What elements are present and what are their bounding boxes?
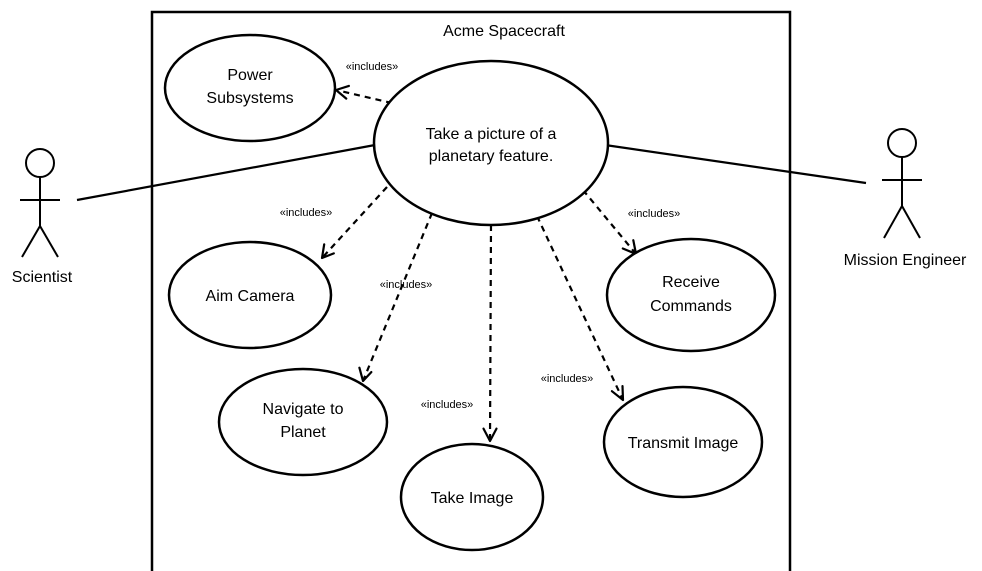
svg-text:Planet: Planet bbox=[280, 424, 326, 441]
association-scientist bbox=[76, 143, 376, 202]
use-case-receive-commands: Receive Commands bbox=[605, 237, 777, 353]
svg-text:Take Image: Take Image bbox=[431, 490, 514, 507]
include-label-receive: «includes» bbox=[628, 208, 681, 220]
actor-label-mission-engineer: Mission Engineer bbox=[844, 252, 967, 269]
use-case-take-image: Take Image bbox=[399, 442, 545, 552]
svg-text:Receive: Receive bbox=[662, 274, 720, 291]
actor-label-scientist: Scientist bbox=[12, 269, 73, 286]
svg-text:Aim Camera: Aim Camera bbox=[206, 288, 295, 305]
include-transmit bbox=[536, 215, 625, 402]
use-case-aim-camera: Aim Camera bbox=[167, 240, 333, 350]
actor-mission-engineer: Mission Engineer bbox=[844, 128, 967, 269]
svg-text:Take a picture of a: Take a picture of a bbox=[426, 126, 557, 143]
actor-scientist: Scientist bbox=[12, 148, 73, 286]
svg-text:Commands: Commands bbox=[650, 298, 732, 315]
svg-text:Navigate to: Navigate to bbox=[263, 401, 344, 418]
include-aim bbox=[320, 186, 388, 260]
include-take-image bbox=[482, 224, 498, 443]
include-label-transmit: «includes» bbox=[541, 373, 594, 385]
stick-figure-icon bbox=[20, 148, 60, 258]
include-navigate bbox=[358, 212, 434, 383]
include-label-navigate: «includes» bbox=[380, 279, 433, 291]
use-case-navigate-to-planet: Navigate to Planet bbox=[217, 367, 389, 477]
svg-text:planetary feature.: planetary feature. bbox=[429, 148, 554, 165]
association-mission-engineer bbox=[604, 143, 867, 185]
include-receive bbox=[582, 189, 638, 256]
svg-text:Subsystems: Subsystems bbox=[206, 90, 293, 107]
svg-text:Power: Power bbox=[227, 67, 273, 84]
svg-text:Transmit Image: Transmit Image bbox=[628, 435, 739, 452]
stick-figure-icon bbox=[882, 128, 922, 239]
use-case-power-subsystems: Power Subsystems bbox=[163, 33, 337, 143]
include-label-aim: «includes» bbox=[280, 207, 333, 219]
include-label-power: «includes» bbox=[346, 61, 399, 73]
include-power bbox=[334, 84, 393, 105]
system-boundary bbox=[150, 10, 792, 571]
use-case-transmit-image: Transmit Image bbox=[602, 385, 764, 499]
system-title: Acme Spacecraft bbox=[443, 23, 565, 40]
use-case-main: Take a picture of a planetary feature. bbox=[372, 59, 610, 227]
include-label-take-image: «includes» bbox=[421, 399, 474, 411]
